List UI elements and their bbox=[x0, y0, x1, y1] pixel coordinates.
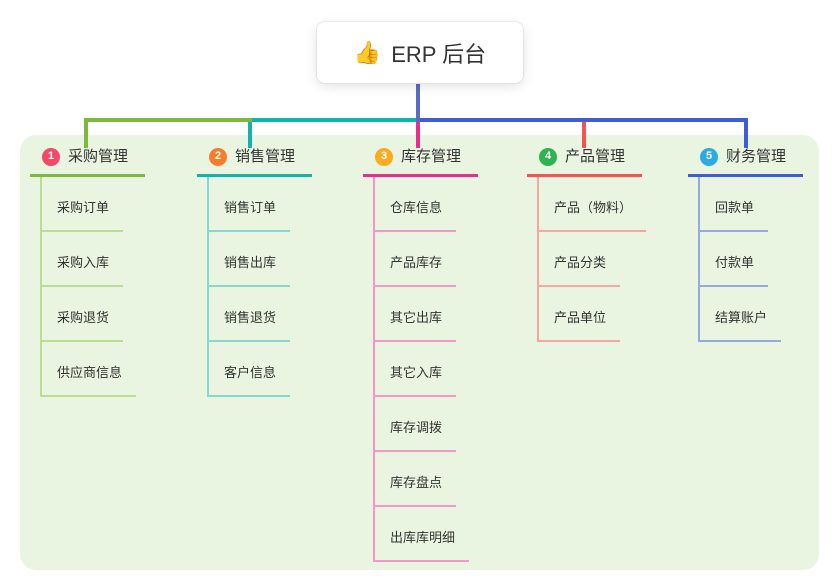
child-node[interactable]: 客户信息 bbox=[207, 342, 291, 397]
branch-label: 销售管理 bbox=[235, 148, 296, 165]
branch-label: 采购管理 bbox=[68, 148, 129, 165]
child-node[interactable]: 产品（物料） bbox=[537, 177, 647, 232]
root-connector-line bbox=[416, 83, 420, 122]
branch-label: 财务管理 bbox=[726, 148, 787, 165]
branch-node-product[interactable]: 4 产品管理 bbox=[527, 146, 642, 177]
badge-number-2: 2 bbox=[209, 147, 227, 166]
child-connector-line bbox=[207, 177, 209, 397]
child-node[interactable]: 其它出库 bbox=[373, 287, 457, 342]
thumbs-up-icon: 👍 bbox=[353, 39, 382, 65]
child-node[interactable]: 销售订单 bbox=[207, 177, 291, 232]
child-node[interactable]: 仓库信息 bbox=[373, 177, 457, 232]
connector-segment-finance bbox=[418, 118, 748, 122]
branch-product: 4 产品管理 产品（物料） 产品分类 产品单位 bbox=[527, 146, 667, 342]
connector-drop-finance bbox=[744, 118, 748, 148]
branch-children: 采购订单 采购入库 采购退货 供应商信息 bbox=[30, 177, 170, 397]
child-node[interactable]: 其它入库 bbox=[373, 342, 457, 397]
child-node[interactable]: 回款单 bbox=[698, 177, 769, 232]
connector-drop-product bbox=[582, 118, 586, 148]
child-node[interactable]: 产品分类 bbox=[537, 232, 621, 287]
branch-node-purchase[interactable]: 1 采购管理 bbox=[30, 146, 145, 177]
child-node[interactable]: 付款单 bbox=[698, 232, 769, 287]
child-node[interactable]: 出库库明细 bbox=[373, 507, 470, 562]
child-connector-line bbox=[40, 177, 42, 397]
child-connector-line bbox=[698, 177, 700, 342]
branch-children: 销售订单 销售出库 销售退货 客户信息 bbox=[197, 177, 337, 397]
root-node[interactable]: 👍 ERP 后台 bbox=[317, 22, 523, 83]
badge-number-1: 1 bbox=[42, 147, 60, 166]
branch-finance: 5 财务管理 回款单 付款单 结算账户 bbox=[688, 146, 828, 342]
branch-children: 回款单 付款单 结算账户 bbox=[688, 177, 828, 342]
child-node[interactable]: 销售退货 bbox=[207, 287, 291, 342]
connector-drop-sales bbox=[248, 118, 252, 148]
root-node-label: ERP 后台 bbox=[391, 41, 487, 67]
branches-panel bbox=[20, 135, 819, 570]
child-node[interactable]: 产品库存 bbox=[373, 232, 457, 287]
branch-purchase: 1 采购管理 采购订单 采购入库 采购退货 供应商信息 bbox=[30, 146, 170, 397]
child-node[interactable]: 结算账户 bbox=[698, 287, 782, 342]
branch-sales: 2 销售管理 销售订单 销售出库 销售退货 客户信息 bbox=[197, 146, 337, 397]
badge-number-5: 5 bbox=[700, 147, 718, 166]
child-node[interactable]: 库存盘点 bbox=[373, 452, 457, 507]
child-node[interactable]: 销售出库 bbox=[207, 232, 291, 287]
branch-node-finance[interactable]: 5 财务管理 bbox=[688, 146, 803, 177]
branch-node-inventory[interactable]: 3 库存管理 bbox=[363, 146, 478, 177]
connector-segment-purchase bbox=[84, 118, 252, 122]
child-connector-line bbox=[373, 177, 375, 562]
child-node[interactable]: 采购退货 bbox=[40, 287, 124, 342]
child-node[interactable]: 库存调拨 bbox=[373, 397, 457, 452]
branch-label: 产品管理 bbox=[565, 148, 626, 165]
branch-node-sales[interactable]: 2 销售管理 bbox=[197, 146, 312, 177]
badge-number-3: 3 bbox=[375, 147, 393, 166]
branch-inventory: 3 库存管理 仓库信息 产品库存 其它出库 其它入库 库存调拨 库存盘点 出库库… bbox=[363, 146, 503, 562]
child-node[interactable]: 供应商信息 bbox=[40, 342, 137, 397]
branch-children: 仓库信息 产品库存 其它出库 其它入库 库存调拨 库存盘点 出库库明细 bbox=[363, 177, 503, 562]
connector-segment-sales bbox=[252, 118, 418, 122]
branch-children: 产品（物料） 产品分类 产品单位 bbox=[527, 177, 667, 342]
branch-label: 库存管理 bbox=[401, 148, 462, 165]
child-node[interactable]: 采购入库 bbox=[40, 232, 124, 287]
connector-drop-inventory bbox=[416, 120, 420, 148]
child-connector-line bbox=[537, 177, 539, 342]
child-node[interactable]: 采购订单 bbox=[40, 177, 124, 232]
child-node[interactable]: 产品单位 bbox=[537, 287, 621, 342]
badge-number-4: 4 bbox=[539, 147, 557, 166]
connector-drop-purchase bbox=[84, 118, 88, 148]
